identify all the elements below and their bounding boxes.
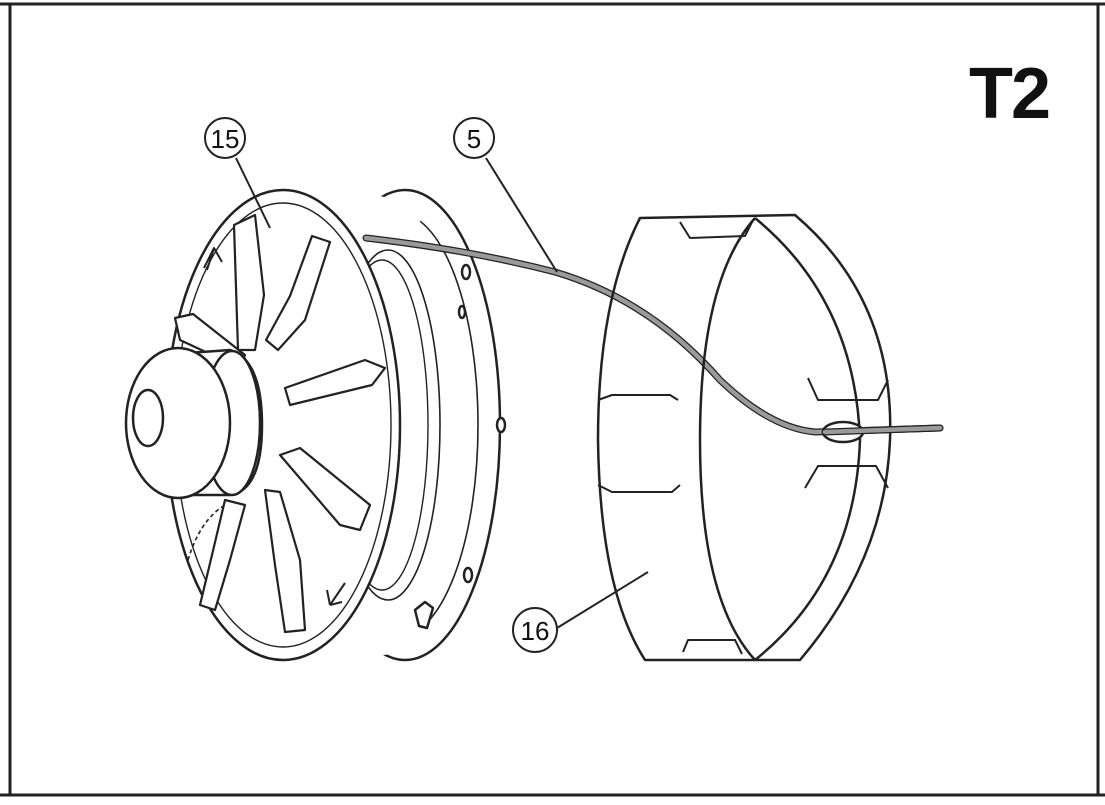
retaining-ring-part xyxy=(596,213,892,662)
callout-label: 16 xyxy=(521,616,550,646)
trimmer-line-fill xyxy=(363,235,943,435)
step-label: T2 xyxy=(968,54,1051,134)
callout-5: 5 xyxy=(453,117,495,159)
callout-leaders xyxy=(235,157,649,629)
spool-part xyxy=(124,188,507,662)
rotation-arrow-icon xyxy=(326,582,346,606)
callout-label: 5 xyxy=(467,124,481,154)
callout-15: 15 xyxy=(204,117,246,159)
callout-16: 16 xyxy=(512,607,558,653)
callout-label: 15 xyxy=(211,124,240,154)
rotation-arrow-icon xyxy=(203,247,223,271)
